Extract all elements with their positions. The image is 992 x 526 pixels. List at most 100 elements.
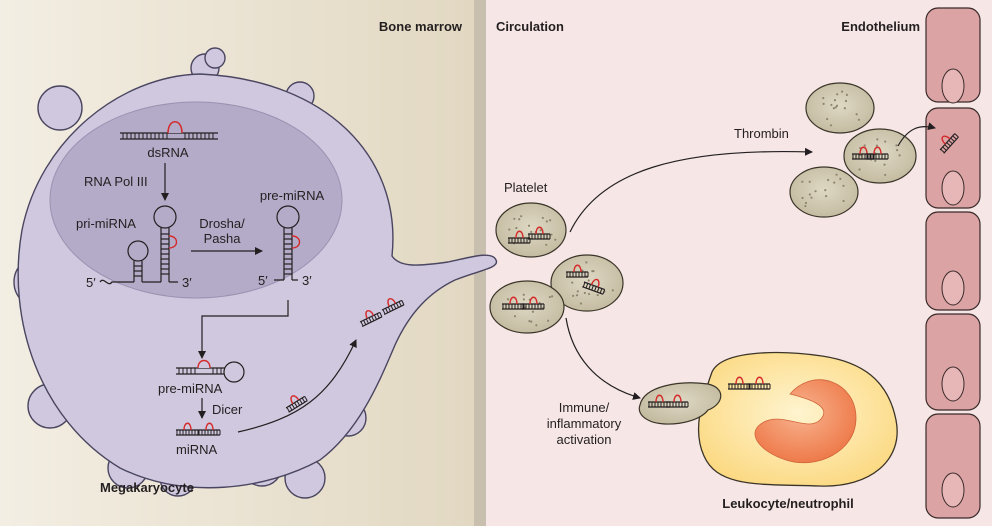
platelet-granule — [826, 117, 829, 121]
platelet-granule — [863, 144, 866, 147]
platelet-granule — [842, 184, 845, 187]
platelet-granule — [896, 149, 899, 152]
platelet-granule — [874, 159, 877, 162]
immune-label-line1: Immune/ — [559, 400, 610, 415]
platelet-granule — [810, 196, 813, 199]
platelet-granule — [835, 173, 838, 176]
mirna-label: miRNA — [176, 442, 217, 457]
platelet-granule — [527, 224, 531, 227]
platelet-granule — [550, 233, 553, 236]
drosha-label-line2: Pasha — [204, 231, 242, 246]
platelet-granule — [883, 163, 886, 166]
region-label-circulation: Circulation — [496, 19, 564, 34]
platelet-granule — [515, 226, 518, 230]
megakaryocyte-label: Megakaryocyte — [100, 480, 194, 495]
platelet-granule — [822, 96, 825, 100]
platelet-granule — [554, 238, 557, 241]
platelet — [495, 202, 567, 258]
platelet-granule — [804, 204, 807, 208]
platelet-granule — [576, 290, 579, 293]
platelet-granule — [857, 118, 860, 121]
platelet-granule — [508, 228, 511, 231]
platelet-granule — [808, 180, 811, 183]
leukocyte-label: Leukocyte/neutrophil — [722, 496, 853, 511]
export-arrow — [198, 300, 289, 359]
region-label-bone-marrow: Bone marrow — [379, 19, 463, 34]
platelet-granule — [844, 99, 848, 103]
platelet-granule — [518, 218, 521, 221]
rna-pol-label: RNA Pol III — [84, 174, 148, 189]
activated-platelet — [805, 82, 875, 134]
platelet-granule — [522, 293, 525, 296]
platelet-granule — [898, 154, 901, 157]
platelet-granule — [530, 230, 533, 234]
platelet-granule — [548, 295, 552, 299]
pre-mirna-nuclear-label: pre-miRNA — [260, 188, 325, 203]
platelet-granule — [842, 199, 845, 203]
immune-arrow — [565, 317, 641, 400]
platelet-granule — [545, 220, 548, 223]
docking-platelet — [638, 382, 722, 425]
platelet-granule — [824, 195, 828, 198]
platelet-granule — [832, 107, 835, 110]
pri-mirna-3prime: 3′ — [182, 275, 192, 290]
platelet-granule — [513, 217, 516, 220]
platelet-granule — [572, 294, 575, 297]
platelet-granule — [551, 295, 554, 298]
pre-mirna-cytoplasm-molecule — [176, 359, 245, 383]
pri-mirna-5prime: 5′ — [86, 275, 96, 290]
thrombin-label: Thrombin — [734, 126, 789, 141]
platelet-granule — [858, 168, 861, 171]
platelet-granule — [808, 193, 811, 196]
neutrophil-nucleus — [754, 379, 857, 464]
endothelial-transfer-arrow — [897, 122, 936, 147]
platelet-granule — [596, 293, 599, 297]
platelet-granule — [836, 93, 839, 96]
pri-mirna-label: pri-miRNA — [76, 216, 136, 231]
platelet-granule — [834, 106, 837, 109]
platelet-granule — [506, 298, 510, 301]
platelet-granule — [548, 219, 552, 222]
mirna-transport-arrow — [237, 339, 357, 433]
immune-label-line3: activation — [557, 432, 612, 447]
platelet-granule — [835, 104, 839, 107]
dsrna-label: dsRNA — [147, 145, 189, 160]
activated-platelet — [843, 128, 917, 184]
platelet-granule — [528, 320, 531, 323]
platelet-granule — [801, 180, 804, 183]
platelet-granule — [876, 138, 879, 141]
platelet-granule — [895, 144, 898, 147]
platelet-granule — [545, 243, 548, 246]
platelet-label: Platelet — [504, 180, 548, 195]
thrombin-arrow — [569, 147, 813, 233]
platelet-granule — [513, 315, 517, 318]
pre-mirna-cytoplasm-label: pre-miRNA — [158, 381, 223, 396]
platelet-granule — [535, 324, 538, 327]
platelet-granule — [875, 144, 879, 147]
activated-platelet — [789, 166, 859, 218]
platelet-granule — [571, 281, 574, 284]
platelet-granule — [547, 319, 550, 322]
platelet-granule — [830, 103, 833, 107]
platelet-granule — [581, 269, 584, 272]
platelet-granule — [541, 216, 544, 220]
platelet-granule — [592, 269, 595, 273]
platelet-granule — [611, 289, 614, 292]
platelet-granule — [884, 173, 887, 177]
platelet-granule — [801, 196, 804, 200]
platelet-granule — [839, 177, 842, 180]
platelet-granule — [520, 215, 523, 218]
platelet-granule — [824, 189, 827, 192]
immune-label-line2: inflammatory — [547, 416, 622, 431]
drosha-label-line1: Drosha/ — [199, 216, 245, 231]
platelet — [489, 280, 565, 334]
platelet-granule — [587, 279, 590, 282]
platelet-granule — [833, 181, 836, 184]
platelet-granule — [826, 178, 830, 182]
platelet-granule — [804, 201, 808, 205]
platelet-granule — [843, 107, 846, 110]
platelet-granule — [884, 140, 887, 143]
region-label-endothelium: Endothelium — [841, 19, 920, 34]
platelet-granule — [522, 298, 526, 301]
